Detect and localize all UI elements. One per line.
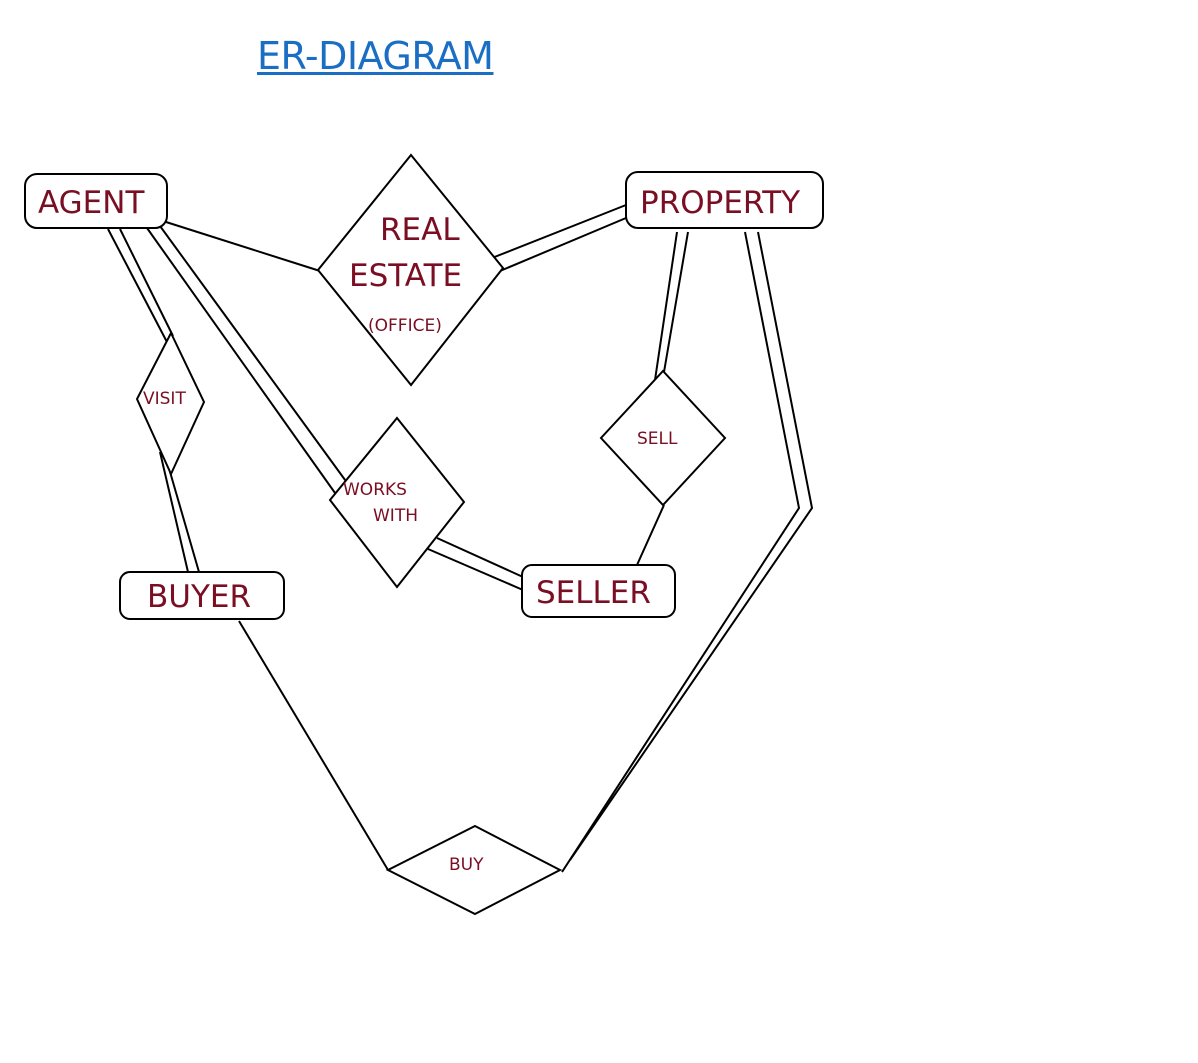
agent-visit-line-a: [107, 228, 169, 345]
real-estate-line1: REAL: [380, 212, 460, 248]
buy-label: BUY: [449, 855, 484, 875]
relationship-real-estate: REAL ESTATE (OFFICE): [316, 153, 505, 387]
entity-buyer: BUYER: [119, 571, 285, 620]
property-buy-line-b: [569, 231, 814, 861]
real-estate-line2: ESTATE: [349, 258, 462, 294]
works-with-line2: WITH: [373, 506, 418, 526]
relationship-buy: BUY: [385, 824, 563, 916]
diagram-title: ER-DIAGRAM: [257, 34, 494, 78]
relationship-visit: VISIT: [135, 330, 206, 477]
visit-buyer-line-a: [159, 451, 189, 573]
relationship-diamond: [599, 369, 727, 507]
property-label: PROPERTY: [640, 185, 800, 221]
entity-box: [625, 171, 824, 229]
workswith-seller-line-a: [427, 548, 524, 591]
property-buy-line-a: [561, 231, 801, 873]
seller-label: SELLER: [536, 575, 651, 611]
entity-property: PROPERTY: [625, 171, 824, 229]
agent-workswith-line-b: [159, 225, 349, 485]
agent-label: AGENT: [38, 185, 145, 221]
works-with-line1: WORKS: [343, 480, 407, 500]
connectors: [107, 204, 814, 873]
agent-realestate-line: [165, 221, 321, 272]
realestate-property-line-b: [499, 217, 627, 272]
entity-agent: AGENT: [24, 173, 168, 229]
workswith-seller-line-b: [436, 537, 524, 578]
agent-visit-line-b: [119, 228, 174, 337]
relationship-diamond: [385, 824, 563, 916]
sell-label: SELL: [637, 429, 678, 449]
realestate-property-line-a: [491, 204, 627, 259]
relationship-sell: SELL: [599, 369, 727, 507]
property-sell-line-b: [663, 231, 689, 373]
relationship-diamond: [135, 330, 206, 477]
relationship-works-with: WORKS WITH: [328, 416, 466, 589]
buyer-buy-line: [238, 620, 389, 871]
relationship-diamond: [316, 153, 505, 387]
agent-workswith-line-a: [146, 227, 341, 501]
entity-box: [119, 571, 285, 620]
real-estate-note: (OFFICE): [368, 316, 442, 336]
buyer-label: BUYER: [147, 579, 251, 615]
entity-seller: SELLER: [521, 564, 676, 618]
relationship-diamond: [328, 416, 466, 589]
property-sell-line-a: [654, 231, 678, 381]
sell-seller-line: [636, 504, 665, 566]
entity-box: [24, 173, 168, 229]
visit-buyer-line-b: [165, 457, 200, 573]
entity-box: [521, 564, 676, 618]
visit-label: VISIT: [143, 389, 186, 409]
